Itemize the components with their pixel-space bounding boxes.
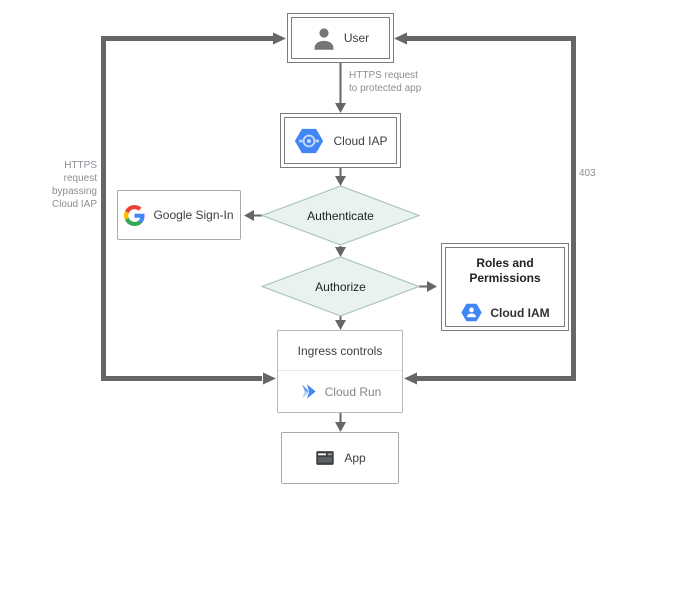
- request-annotation: HTTPS request to protected app: [349, 69, 421, 95]
- app-label: App: [344, 451, 366, 465]
- cloud-iam-label: Cloud IAM: [490, 305, 550, 320]
- google-signin-label: Google Sign-In: [153, 208, 234, 222]
- cloud-run-label: Cloud Run: [324, 384, 382, 399]
- status-code-annotation: 403: [579, 168, 596, 179]
- authorize-label: Authorize: [315, 279, 366, 294]
- bypass-annotation-line4: Cloud IAP: [51, 199, 97, 210]
- roles-title-line2: Permissions: [469, 271, 541, 285]
- cloud-iap-label: Cloud IAP: [333, 133, 388, 148]
- bypass-arrowheads: [263, 32, 417, 385]
- bypass-annotation-line1: HTTPS: [64, 160, 97, 171]
- bypass-path-left: [101, 36, 274, 381]
- authenticate-diamond: [260, 185, 421, 246]
- ingress-divider: [278, 370, 402, 371]
- bypass-annotation: HTTPS request bypassing Cloud IAP: [34, 159, 97, 211]
- node-app: App: [281, 432, 399, 484]
- user-label: User: [343, 31, 370, 45]
- node-user: User: [287, 13, 394, 63]
- node-google-signin: Google Sign-In: [117, 190, 241, 240]
- cloud-iam-hexagon-icon: [460, 301, 483, 324]
- ingress-controls-title: Ingress controls: [297, 344, 383, 358]
- person-icon: [312, 25, 336, 51]
- roles-title-line1: Roles and: [476, 256, 534, 270]
- google-g-icon: [124, 204, 146, 226]
- cloud-iap-hexagon-icon: [293, 125, 325, 157]
- request-annotation-line1: HTTPS request: [349, 70, 418, 81]
- cloud-run-icon: [299, 382, 318, 401]
- bypass-annotation-line2: request: [63, 173, 97, 184]
- node-cloud-iap: Cloud IAP: [280, 113, 401, 168]
- bypass-path-right: [406, 36, 576, 381]
- bypass-annotation-line3: bypassing: [51, 186, 97, 197]
- node-ingress-controls: Ingress controls Cloud Run: [277, 330, 403, 413]
- authorize-diamond: [260, 256, 421, 317]
- request-annotation-line2: to protected app: [349, 83, 422, 94]
- node-roles-permissions: Roles and Permissions Cloud IAM: [441, 243, 569, 331]
- flow-arrowheads: [244, 103, 437, 432]
- authenticate-label: Authenticate: [307, 208, 374, 223]
- app-window-icon: [314, 447, 336, 469]
